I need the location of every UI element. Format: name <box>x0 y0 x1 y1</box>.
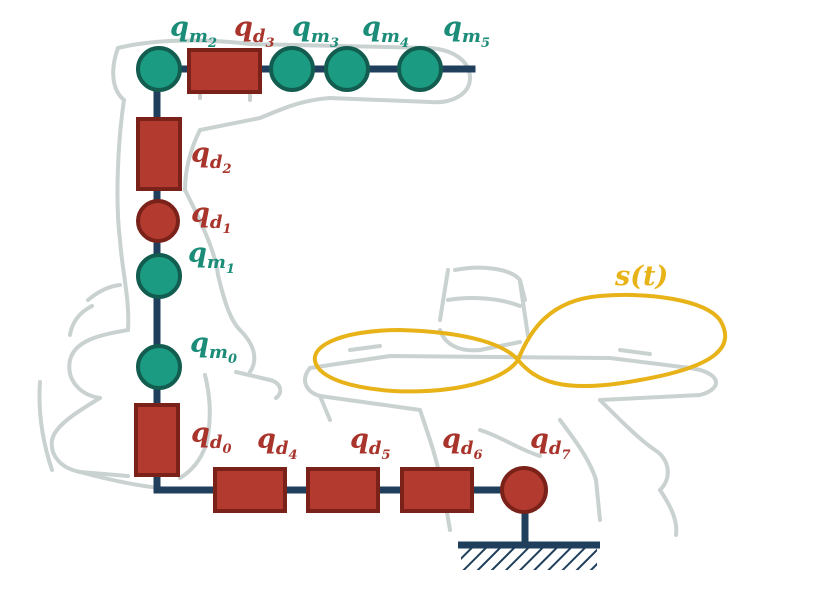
joint-qd7 <box>500 466 548 514</box>
joint-qm1 <box>136 253 182 299</box>
damper-qd0 <box>134 403 180 477</box>
damper-elements <box>134 48 474 513</box>
joint-qm3 <box>269 46 315 92</box>
label-qm1: qm1 <box>188 238 235 277</box>
damper-qd6 <box>400 467 474 513</box>
label-qm0: qm0 <box>190 328 237 367</box>
label-trajectory: s(t) <box>614 261 668 292</box>
label-qd6: qd6 <box>442 424 483 463</box>
label-qd7: qd7 <box>530 424 571 463</box>
label-qd0: qd0 <box>191 418 232 457</box>
damper-qd5 <box>306 467 380 513</box>
joint-qm4 <box>324 46 370 92</box>
label-qm3: qm3 <box>292 12 339 51</box>
label-qm2: qm2 <box>170 12 217 51</box>
joint-qm5 <box>397 46 443 92</box>
trajectory-curve <box>312 293 728 394</box>
joint-qm2 <box>136 46 182 92</box>
label-qd1: qd1 <box>191 198 232 237</box>
label-qd2: qd2 <box>191 138 232 177</box>
damped-joints <box>136 199 548 514</box>
label-qm5: qm5 <box>443 12 490 51</box>
joint-qm0 <box>136 344 182 390</box>
joint-qd1 <box>136 199 180 243</box>
label-qd5: qd5 <box>350 424 391 463</box>
damper-qd3 <box>187 48 262 94</box>
label-qd3: qd3 <box>234 12 275 51</box>
ground-hatch <box>461 546 597 570</box>
robot-sketch-background <box>37 38 718 537</box>
label-qm4: qm4 <box>362 12 409 51</box>
ground-fixture <box>458 541 600 570</box>
damper-qd4 <box>213 467 287 513</box>
damper-qd2 <box>136 117 182 191</box>
motor-joints <box>136 46 443 390</box>
label-qd4: qd4 <box>257 424 298 463</box>
